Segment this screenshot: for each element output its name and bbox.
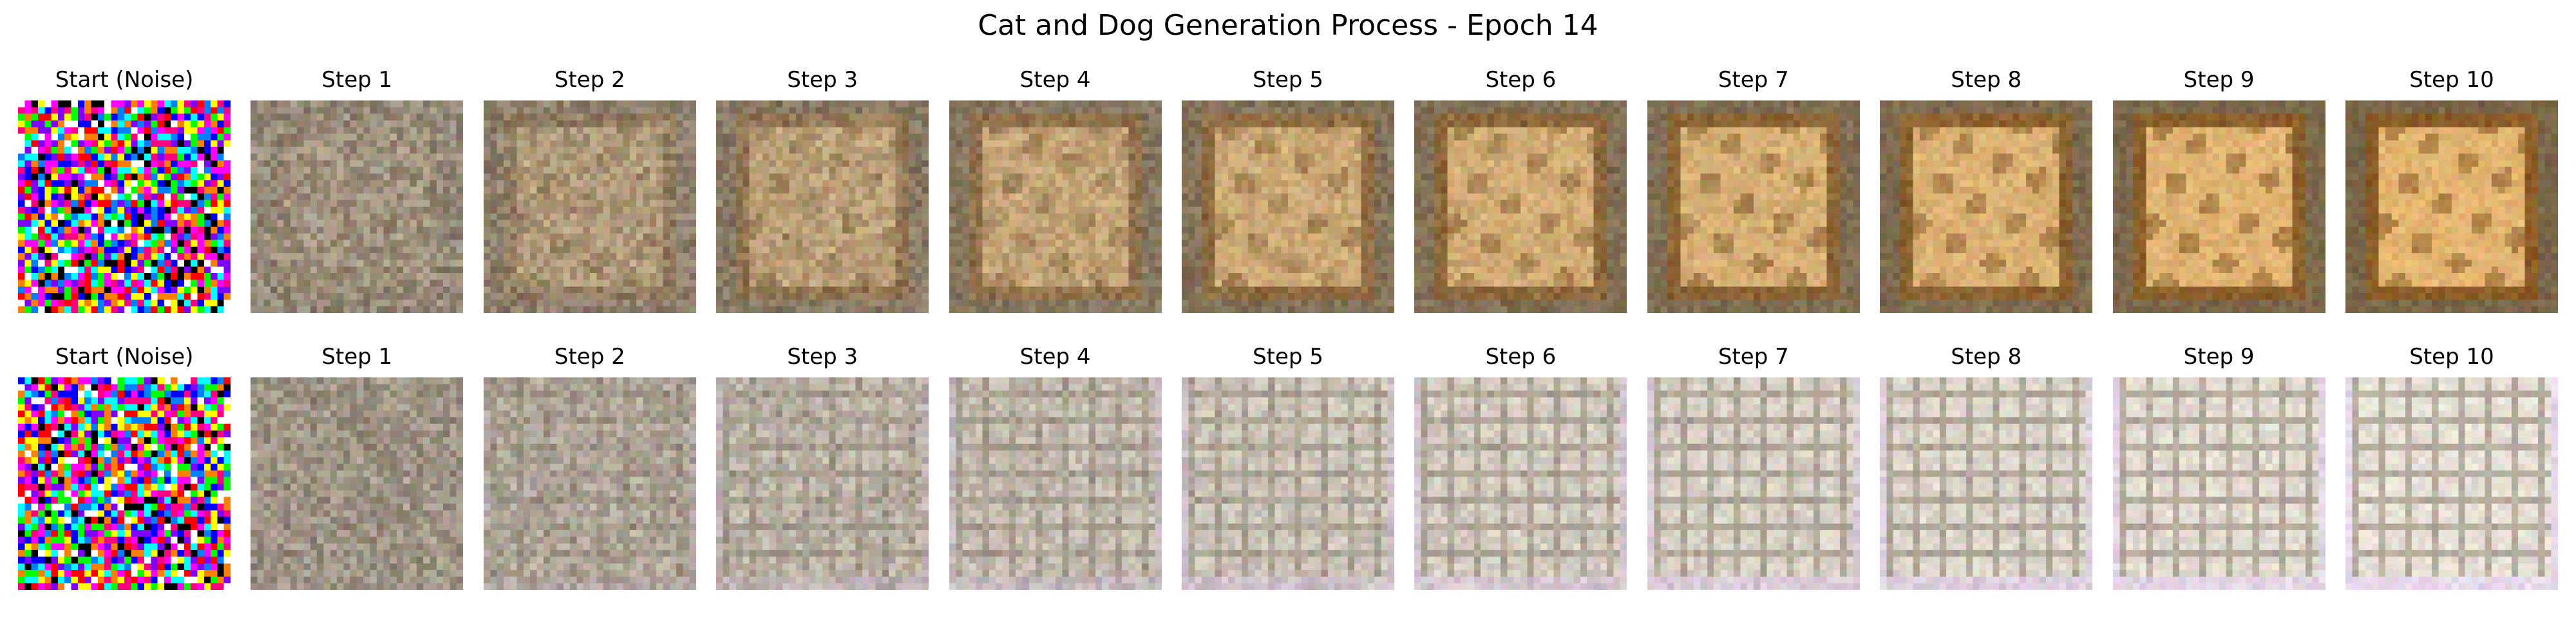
panel-title: Step 5 xyxy=(1253,67,1323,93)
panel-title: Step 7 xyxy=(1718,344,1789,370)
generated-image xyxy=(2345,377,2558,590)
generated-image xyxy=(1880,100,2093,313)
generated-image xyxy=(2112,100,2325,313)
generated-image xyxy=(1414,100,1627,313)
generated-image xyxy=(1414,377,1627,590)
panel-title: Step 9 xyxy=(2183,344,2255,370)
generated-image xyxy=(949,100,1162,313)
panel-title: Step 3 xyxy=(787,344,858,370)
generated-image xyxy=(949,377,1162,590)
panel-title: Step 6 xyxy=(1485,67,1557,93)
generated-image xyxy=(2345,100,2558,313)
generated-image xyxy=(483,377,696,590)
panel-title: Step 4 xyxy=(1019,67,1091,93)
panel-title: Step 8 xyxy=(1951,67,2022,93)
generated-image xyxy=(251,100,464,313)
generated-image xyxy=(716,377,929,590)
panel-title: Step 7 xyxy=(1718,67,1789,93)
panel-title: Step 1 xyxy=(321,344,393,370)
panel-title: Step 2 xyxy=(554,344,625,370)
panel-title: Start (Noise) xyxy=(55,344,194,370)
generated-image xyxy=(2112,377,2325,590)
panel-title: Step 10 xyxy=(2409,344,2494,370)
noise-image xyxy=(18,100,231,313)
panel-title: Step 2 xyxy=(554,67,625,93)
generated-image xyxy=(251,377,464,590)
panel-title: Step 9 xyxy=(2183,67,2255,93)
panel-title: Step 8 xyxy=(1951,344,2022,370)
generation-grid: Start (Noise) Step 1 Step 2 Step 3 Step 4 Ste… xyxy=(18,0,2558,644)
generated-image xyxy=(1182,100,1394,313)
generated-image xyxy=(1647,100,1860,313)
panel-title: Step 5 xyxy=(1253,344,1323,370)
panel-title: Step 4 xyxy=(1019,344,1091,370)
generated-image xyxy=(483,100,696,313)
panel-title: Step 1 xyxy=(321,67,393,93)
generated-image xyxy=(1880,377,2093,590)
panel-title: Step 6 xyxy=(1485,344,1557,370)
generated-image xyxy=(1647,377,1860,590)
generated-image xyxy=(716,100,929,313)
panel-title: Step 10 xyxy=(2409,67,2494,93)
generated-image xyxy=(1182,377,1394,590)
figure-title: Cat and Dog Generation Process - Epoch 1… xyxy=(978,9,1598,42)
panel-title: Start (Noise) xyxy=(55,67,194,93)
panel-title: Step 3 xyxy=(787,67,858,93)
noise-image xyxy=(18,377,231,590)
